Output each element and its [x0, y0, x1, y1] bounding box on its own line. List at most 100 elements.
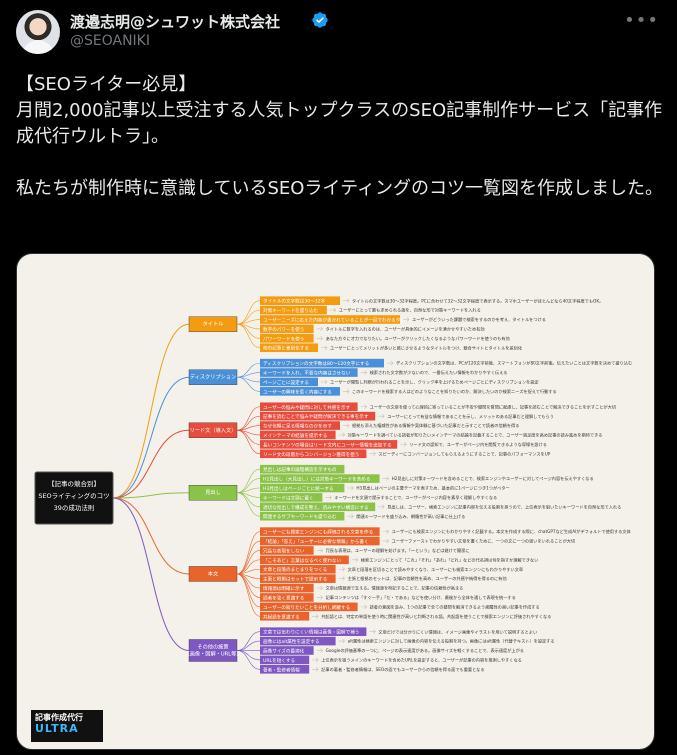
- leaf-description: ユーザーにとって最も求められる語を、自然な形で対策キーワードを入れる: [339, 307, 481, 314]
- leaf-description: あなた方々に才力でなりたい。ユーザーがクリックしたくなるようなパワーワードを使う…: [326, 335, 510, 342]
- leaf-node: [260, 546, 314, 555]
- leaf-connector: [236, 468, 261, 494]
- leaf-arrow-icon: [325, 495, 332, 500]
- root-branch-connector: [112, 492, 190, 499]
- leaf-description: 読者の意図を汲み、1つの記事で全ての疑問を解消できるよう網羅性の高い記事を作成す…: [370, 603, 540, 610]
- leaf-node: [260, 324, 314, 334]
- leaf-arrow-icon: [316, 548, 324, 553]
- leaf-arrow-icon: [343, 298, 350, 303]
- leaf-connector: [236, 640, 261, 651]
- leaf-node: [260, 527, 380, 536]
- leaf-description: ユーザーの文章を使って心理的に寄っていることが不安や疑問を質問に配慮し、記事を読…: [370, 403, 616, 410]
- leaf-label: ユーザーの興味を惹く内容にする: [263, 388, 332, 395]
- leaf-arrow-icon: [360, 370, 368, 375]
- leaf-label: 長いコンテンツの場合はリード文内にユーザー情報を追加する: [263, 441, 392, 448]
- leaf-description: H3見出しはページの主要テーマを表すため、基本的に1ページにつき1つがベター: [356, 485, 509, 492]
- leaf-description: ディスクリプションの文字数は、PCが120文字前後、スマートフォンが80文字前後…: [396, 360, 632, 367]
- leaf-description: 記事コンテンツは「すぐ一手」「だ・である」などを使い分け、最後から全体を通して表…: [326, 594, 516, 601]
- root-title-line: 39の成功法則: [54, 503, 95, 512]
- leaf-node: [260, 627, 367, 636]
- author-name[interactable]: 渡邉志明@シュワット株式会社: [70, 13, 281, 31]
- leaf-node: [260, 315, 400, 324]
- leaf-label: 読者を強く意識する: [263, 594, 304, 601]
- leaf-arrow-icon: [343, 389, 350, 394]
- leaf-arrow-icon: [360, 604, 368, 610]
- leaf-node: [260, 493, 323, 502]
- leaf-node: [260, 646, 314, 655]
- leaf-description: ユーザーファーストでわかりやすい文章を書くために、一つの文に一つの思いをいれるこ…: [392, 538, 576, 545]
- leaf-label: ディスクリプションの文字数は80〜120文字にする: [263, 360, 369, 367]
- leaf-description: キーワードを文頭で提示することで、ユーザーがページ内容を素早く理解しやすくなる: [334, 494, 497, 501]
- leaf-label: 画像サイズの最適化: [263, 647, 305, 654]
- leaf-node: [260, 377, 318, 387]
- leaf-description: 検索エンジンにとって「これ」「それ」「あれ」「どれ」などの代名詞は何を指すか理解…: [361, 556, 539, 563]
- leaf-arrow-icon: [378, 504, 385, 510]
- leaf-node: [260, 411, 376, 421]
- leaf-node: [260, 555, 349, 565]
- verified-badge-icon: [312, 12, 328, 28]
- leaf-description: 文章だけでは分かりにくい情報は、イメージ画像やイラストを用いて説明するとよい: [378, 628, 537, 635]
- leaf-connector: [236, 429, 261, 455]
- leaf-node: [260, 655, 310, 665]
- leaf-arrow-icon: [338, 567, 346, 572]
- leaf-connector: [236, 531, 261, 575]
- leaf-arrow-icon: [347, 485, 354, 491]
- leaf-arrow-icon: [329, 307, 337, 313]
- leaf-description: alt属性は検索エンジンに対して画像の内容を伝える役割を持つ。画像にはalt属性…: [348, 638, 555, 645]
- leaf-arrow-icon: [369, 451, 376, 456]
- leaf-label: 対策キーワードを盛り込む: [263, 307, 319, 314]
- logo-top: 記事作成代行: [35, 713, 83, 722]
- post-header: 渡邉志明@シュワット株式会社 @SEOANIKI •••: [0, 0, 677, 62]
- leaf-label: 関連するサブキーワードも盛り込む: [263, 513, 337, 520]
- more-dots-icon[interactable]: •••: [624, 10, 659, 31]
- leaf-label: ユーザーにも検索エンジンにも評価される文章を作る: [263, 529, 373, 536]
- leaf-arrow-icon: [338, 576, 346, 581]
- root-branch-connector: [112, 429, 190, 499]
- leaf-connector: [236, 573, 261, 608]
- leaf-node: [260, 440, 398, 449]
- leaf-node: [260, 343, 318, 353]
- leaf-description: ユーザーにとって有益な情報であることを示し、メリットのある記事だと理解してもらう: [387, 413, 554, 420]
- leaf-label: メインテーマの結論を提示する: [263, 432, 327, 439]
- leaf-node: [260, 483, 345, 493]
- leaf-description: スピーディーにコンバージョンしてもらえるようにすることで、記事のパフォーマンスを…: [378, 450, 550, 457]
- leaf-label: ユーザーの悩みや疑問に対して共感を示す: [263, 404, 350, 411]
- leaf-node: [260, 430, 336, 440]
- leaf-node: [260, 305, 327, 315]
- leaf-node: [260, 602, 358, 612]
- leaf-description: 文章と段落を区切ることで読みやすくなり、ユーザーにも検索エンジンにもわかりやすい…: [348, 566, 524, 573]
- leaf-arrow-icon: [387, 360, 394, 366]
- leaf-connector: [236, 376, 261, 392]
- leaf-description: 記事の著者・監修者情報は、SEOの面でもユーザーからの信頼を得る面でも重要となる: [321, 666, 484, 673]
- leaf-label: キーワードは文頭に置く: [263, 494, 314, 501]
- leaf-label: H3見出しはページごとに統一する: [263, 485, 334, 492]
- leaf-description: Googleの評価基準の一つに、ページの表示速度がある。画像サイズを軽くすること…: [326, 647, 524, 654]
- leaf-arrow-icon: [343, 423, 350, 428]
- leaf-node: [260, 358, 384, 368]
- leaf-label: 冗長な表現をしない: [263, 547, 305, 554]
- leaf-connector: [236, 406, 261, 431]
- leaf-arrow-icon: [382, 538, 390, 544]
- leaf-arrow-icon: [347, 514, 354, 519]
- leaf-description: ユーザーが閲覧し判断が行われることを示し、クリック率を上げるためページごとにディ…: [330, 379, 539, 386]
- leaf-arrow-icon: [316, 595, 324, 600]
- leaf-node: [260, 421, 340, 430]
- leaf-node: [260, 574, 336, 583]
- leaf-label: 数字のパワーを使う: [263, 326, 304, 333]
- root-branch-connector: [112, 497, 190, 575]
- mindmap-diagram: 【記事の競合別】SEOライティングのコツ39の成功法則タイトルタイトルの文字数は…: [34, 296, 632, 674]
- leaf-arrow-icon: [312, 667, 319, 672]
- leaf-label: 記事を読むことで悩みや疑問が解決できる事を示す: [263, 413, 369, 420]
- author-handle[interactable]: @SEOANIKI: [70, 33, 150, 49]
- leaf-arrow-icon: [360, 404, 368, 409]
- leaf-label: 情報源は明確に示す: [263, 585, 305, 592]
- leaf-label: 文章では伝わりにくい情報は画像・図解で補う: [263, 629, 359, 636]
- avatar[interactable]: [16, 10, 60, 54]
- leaf-arrow-icon: [403, 317, 410, 322]
- leaf-label: 画像にはalt属性を設定する: [263, 638, 319, 645]
- root-branch-connector: [112, 323, 190, 499]
- leaf-node: [260, 334, 314, 343]
- leaf-description: 関連キーワードを盛り込み、網羅性が高い記事に仕上げる: [356, 513, 465, 520]
- leaf-label: リード文の段階からコンバージョン獲得を狙う: [263, 451, 359, 458]
